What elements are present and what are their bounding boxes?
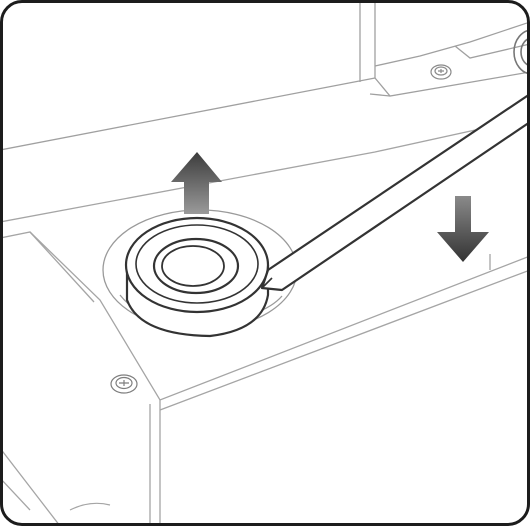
round-plug bbox=[124, 216, 270, 338]
main-body bbox=[3, 117, 527, 523]
screw-left bbox=[110, 374, 138, 394]
upper-housing bbox=[3, 3, 376, 151]
partial-plug-top-right bbox=[513, 30, 527, 74]
press-down-arrow-icon bbox=[437, 196, 489, 262]
back-tray bbox=[369, 22, 527, 97]
screwdriver bbox=[260, 94, 527, 292]
lower-left-detail bbox=[69, 502, 111, 511]
lift-up-arrow-icon bbox=[171, 152, 222, 214]
screw-top bbox=[430, 64, 452, 80]
